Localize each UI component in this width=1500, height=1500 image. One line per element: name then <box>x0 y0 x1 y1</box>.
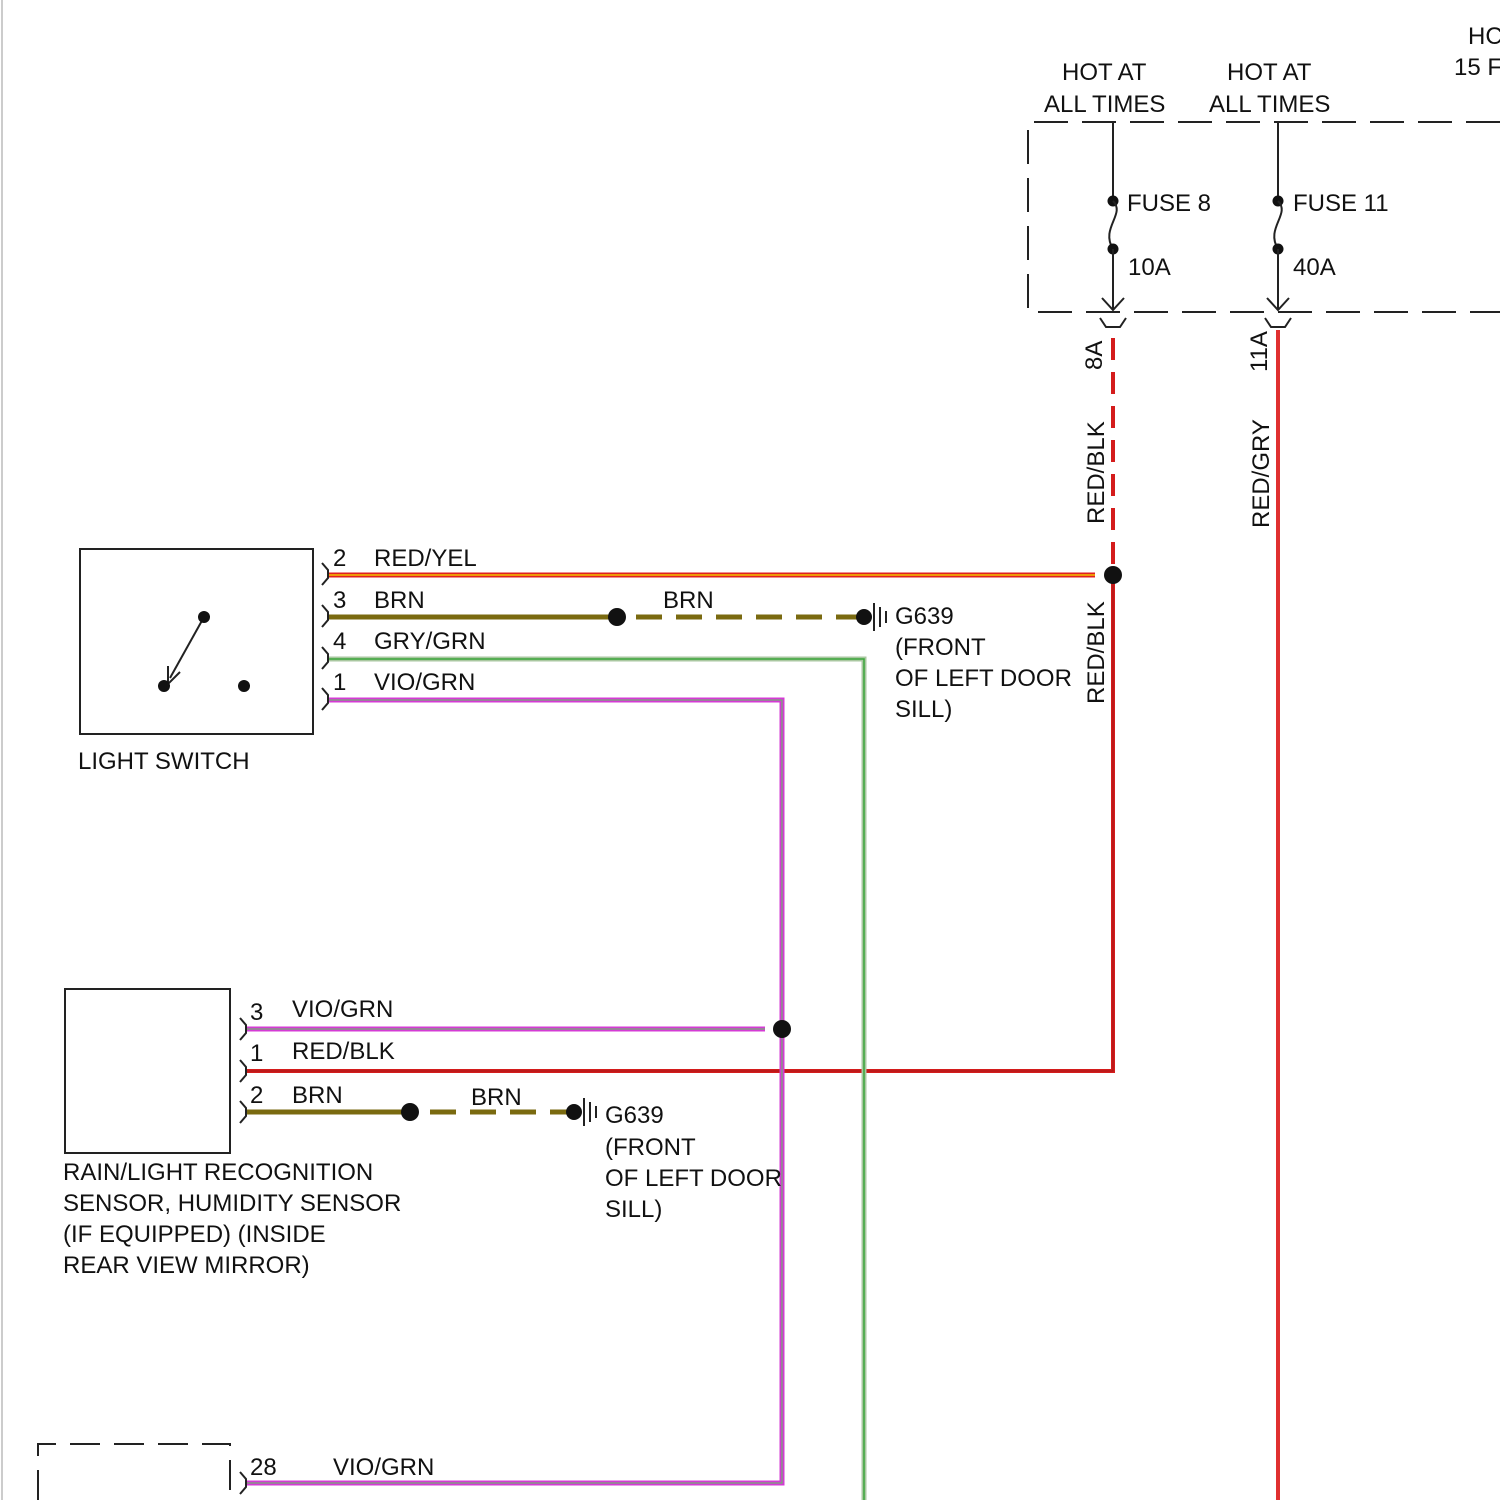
label-red-blk-upper: RED/BLK <box>1083 421 1110 524</box>
hot-label-2-line1: HOT AT <box>1227 59 1312 86</box>
sensor-pin-1-wire: RED/BLK <box>292 1038 395 1065</box>
ground-lower-wire-label: BRN <box>471 1084 522 1111</box>
switch-pin-1-wire: VIO/GRN <box>374 669 475 696</box>
sensor-pin-2-wire: BRN <box>292 1082 343 1109</box>
hot-label-2-line2: ALL TIMES <box>1209 91 1330 118</box>
rain-sensor-label-4: REAR VIEW MIRROR) <box>63 1252 310 1279</box>
fuse-box <box>1028 122 1500 312</box>
splice-dot-brn-upper <box>608 608 626 626</box>
ground-lower-loc-3: SILL) <box>605 1196 662 1223</box>
fuse-8-label: FUSE 8 <box>1127 190 1211 217</box>
sensor-connector-pin-3 <box>240 1018 246 1040</box>
fuse-8-rating: 10A <box>1128 254 1171 281</box>
splice-dot-vio <box>773 1020 791 1038</box>
switch-connector-pin-1 <box>322 688 328 710</box>
fuse-11-label: FUSE 11 <box>1293 190 1389 217</box>
bottom-module <box>38 1444 246 1500</box>
ground-dot-upper <box>856 609 872 625</box>
rain-sensor-box <box>65 989 230 1153</box>
switch-connector-pin-3 <box>322 605 328 627</box>
light-switch-label: LIGHT SWITCH <box>78 748 250 775</box>
sensor-connector-pin-2 <box>240 1101 246 1123</box>
sensor-connector-pin-1 <box>240 1060 246 1082</box>
fuse-8 <box>1100 122 1126 327</box>
bottom-module-connector-pin-28 <box>240 1472 246 1494</box>
switch-contact-top <box>198 611 210 623</box>
hot-label-1-line2: ALL TIMES <box>1044 91 1165 118</box>
ground-symbol-lower <box>584 1098 596 1126</box>
hot-label-1-line1: HOT AT <box>1062 59 1147 86</box>
switch-contact-left <box>158 680 170 692</box>
label-red-blk-lower: RED/BLK <box>1083 601 1110 704</box>
fuse-11-rating: 40A <box>1293 254 1336 281</box>
sensor-pin-1-number: 1 <box>250 1040 263 1067</box>
fuse-box-outline <box>1028 122 1500 312</box>
bottom-module-outline <box>38 1444 230 1500</box>
ground-lower-loc-1: (FRONT <box>605 1134 696 1161</box>
ground-upper-loc-3: SILL) <box>895 696 952 723</box>
sensor-pin-3-number: 3 <box>250 999 263 1026</box>
fuse-11-terminal-label: 11A <box>1246 331 1273 372</box>
rain-light-sensor <box>65 989 246 1153</box>
switch-pin-3-wire: BRN <box>374 587 425 614</box>
switch-connector-pin-4 <box>322 647 328 669</box>
rain-sensor-label-1: RAIN/LIGHT RECOGNITION <box>63 1159 373 1186</box>
switch-pin-2-number: 2 <box>333 545 346 572</box>
switch-pin-4-wire: GRY/GRN <box>374 628 486 655</box>
ground-lower-id: G639 <box>605 1102 664 1129</box>
switch-connector-pin-2 <box>322 563 328 585</box>
light-switch-box <box>80 549 313 734</box>
label-red-gry: RED/GRY <box>1248 419 1275 528</box>
rain-sensor-label-2: SENSOR, HUMIDITY SENSOR <box>63 1190 401 1217</box>
fuse-11 <box>1265 122 1291 327</box>
fuse-8-connector <box>1100 318 1126 327</box>
hot-label-3-line1: HC <box>1468 23 1500 50</box>
sensor-pin-3-wire: VIO/GRN <box>292 996 393 1023</box>
switch-pin-3-number: 3 <box>333 587 346 614</box>
fuse-8-element <box>1109 201 1117 249</box>
rain-sensor-label-3: (IF EQUIPPED) (INSIDE <box>63 1221 326 1248</box>
bottom-module-pin-wire: VIO/GRN <box>333 1454 434 1481</box>
switch-contact-right <box>238 680 250 692</box>
switch-pin-1-number: 1 <box>333 669 346 696</box>
fuse-8-terminal-label: 8A <box>1081 341 1108 370</box>
hot-label-3-line2: 15 F <box>1454 54 1500 81</box>
switch-pin-2-wire: RED/YEL <box>374 545 477 572</box>
junction-dot-red <box>1104 566 1122 584</box>
ground-symbol-upper <box>874 603 886 631</box>
light-switch <box>80 549 328 734</box>
ground-dot-lower <box>566 1104 582 1120</box>
fuse-11-connector <box>1265 318 1291 327</box>
sensor-pin-2-number: 2 <box>250 1082 263 1109</box>
ground-upper-wire-label: BRN <box>663 587 714 614</box>
fuse-11-element <box>1274 201 1282 249</box>
bottom-module-pin-number: 28 <box>250 1454 277 1481</box>
ground-upper-id: G639 <box>895 603 954 630</box>
ground-upper-loc-2: OF LEFT DOOR <box>895 665 1072 692</box>
ground-lower-loc-2: OF LEFT DOOR <box>605 1165 782 1192</box>
splice-dot-brn-lower <box>401 1103 419 1121</box>
switch-pin-4-number: 4 <box>333 628 346 655</box>
ground-upper-loc-1: (FRONT <box>895 634 986 661</box>
